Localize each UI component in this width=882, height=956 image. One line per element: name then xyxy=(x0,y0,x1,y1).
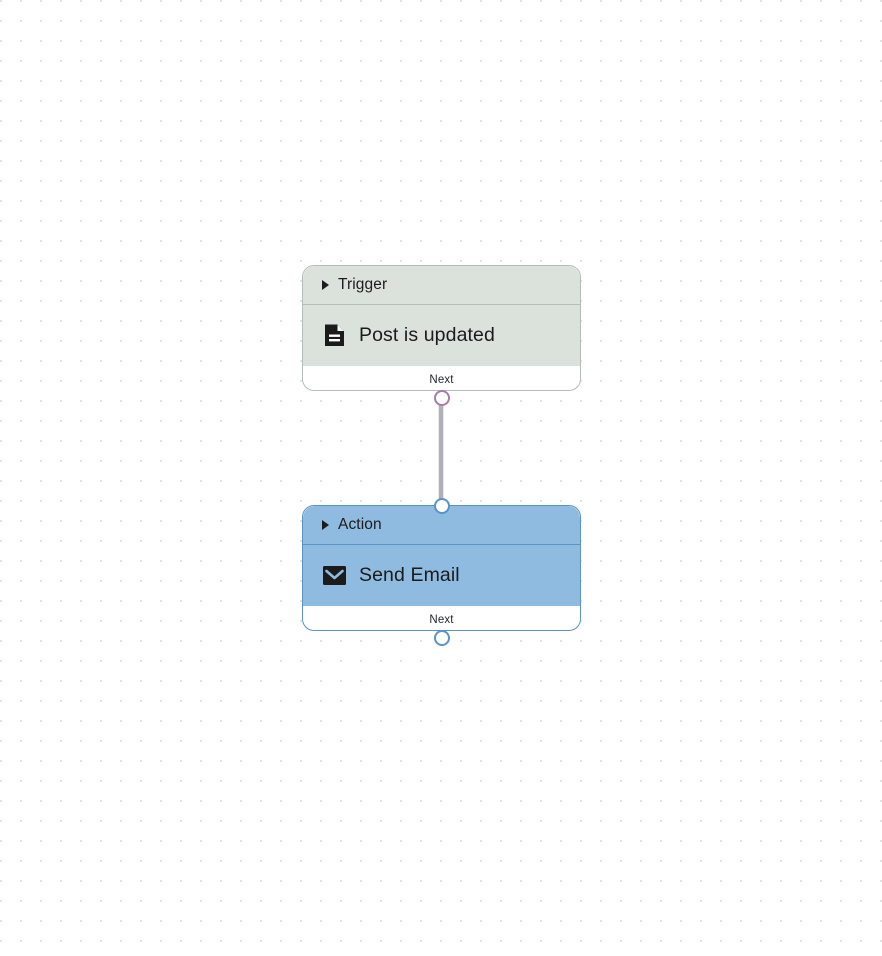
node-trigger-inner: Trigger Post is updated Next xyxy=(303,266,580,390)
node-action-body[interactable]: Send Email xyxy=(303,545,580,606)
node-trigger-header[interactable]: Trigger xyxy=(303,266,580,305)
node-trigger-body[interactable]: Post is updated xyxy=(303,305,580,366)
node-action-footer-label: Next xyxy=(429,613,454,626)
chevron-right-icon[interactable] xyxy=(322,280,329,290)
node-action-kind-label: Action xyxy=(338,516,382,533)
node-trigger-output-port[interactable] xyxy=(433,390,450,406)
node-action-title: Send Email xyxy=(359,564,460,586)
document-icon xyxy=(322,323,347,348)
node-trigger-footer[interactable]: Next xyxy=(303,366,580,390)
node-trigger[interactable]: Trigger Post is updated Next xyxy=(302,265,581,406)
node-trigger-kind-label: Trigger xyxy=(338,276,388,293)
node-action[interactable]: Action Send Email Next xyxy=(302,498,581,646)
node-action-inner: Action Send Email Next xyxy=(303,506,580,630)
chevron-right-icon[interactable] xyxy=(322,520,329,530)
node-action-input-port[interactable] xyxy=(433,498,450,514)
envelope-icon xyxy=(322,563,347,588)
node-action-output-port[interactable] xyxy=(433,630,450,646)
node-trigger-footer-label: Next xyxy=(429,373,454,386)
node-action-footer[interactable]: Next xyxy=(303,606,580,630)
node-trigger-title: Post is updated xyxy=(359,324,495,346)
